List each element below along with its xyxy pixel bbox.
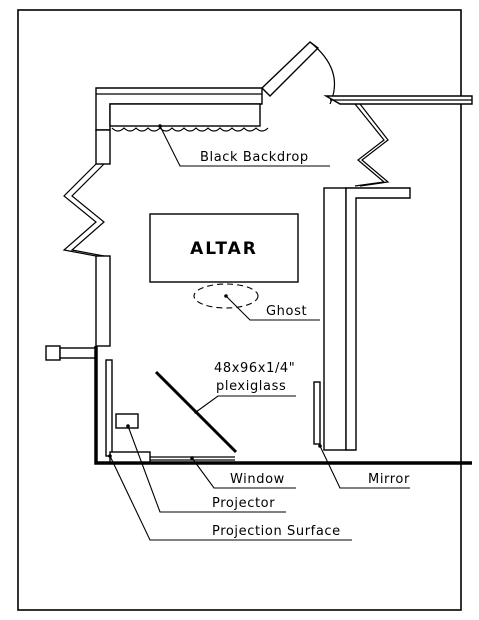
window-leader-dot <box>190 456 194 460</box>
window-leader <box>191 457 296 489</box>
right-wall <box>323 187 411 451</box>
right-bifold-door <box>354 103 390 187</box>
mirror <box>313 381 321 445</box>
projection-surface-leader-dot <box>108 454 112 458</box>
black-backdrop-leader-dot <box>158 124 162 128</box>
plexiglass-leader-dot <box>194 410 198 414</box>
angled-door <box>260 41 473 105</box>
altar-table <box>149 213 299 283</box>
window-label: Window <box>230 472 285 487</box>
mirror-leader-dot <box>318 444 322 448</box>
page-border <box>17 9 462 611</box>
ghost-label: Ghost <box>266 304 307 319</box>
black-backdrop-curtain <box>111 127 269 132</box>
altar-label: Altar <box>190 239 258 259</box>
window <box>109 451 235 463</box>
plexiglass-label-line2: plexiglass <box>216 379 286 394</box>
lower-left-wall <box>45 345 472 465</box>
left-wall <box>62 129 111 347</box>
black-backdrop-label: Black Backdrop <box>200 150 309 165</box>
black-backdrop-leader <box>159 125 330 167</box>
projection-surface-leader <box>109 455 352 541</box>
projector-leader-dot <box>126 424 130 428</box>
mirror-label: Mirror <box>368 472 410 487</box>
plexiglass-label-line1: 48x96x1/4" <box>214 361 295 376</box>
projector <box>115 413 139 429</box>
projection-surface-label: Projection Surface <box>212 524 341 539</box>
projector-leader <box>127 425 286 513</box>
mirror-leader <box>319 445 410 489</box>
top-wall <box>95 87 263 131</box>
ghost-leader <box>225 295 320 321</box>
projector-label: Projector <box>212 496 275 511</box>
ghost-ellipse <box>193 283 259 309</box>
ghost-leader-dot <box>224 294 228 298</box>
plexiglass-leader <box>195 395 296 413</box>
